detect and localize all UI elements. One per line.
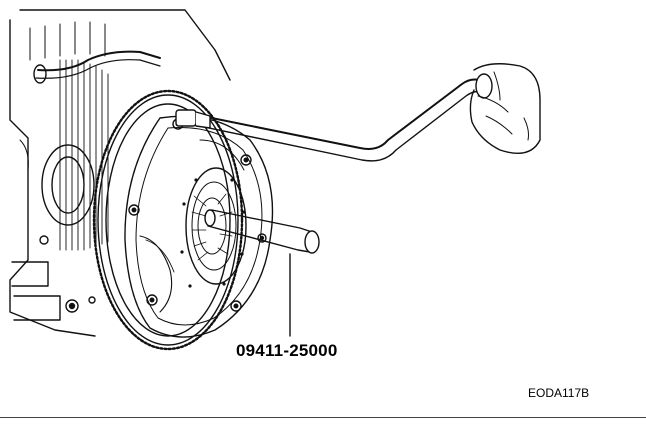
bottom-divider: [0, 417, 646, 418]
figure-code: EODA117B: [528, 386, 590, 400]
crank-handle: [175, 73, 493, 162]
engine-block: [9, 9, 231, 337]
tool-part-number-label: 09411-25000: [236, 341, 338, 360]
flywheel: [92, 89, 244, 351]
clutch-hub: [185, 167, 247, 285]
hand: [469, 63, 541, 154]
alignment-tool: [204, 209, 320, 254]
clutch-cover: [124, 115, 274, 338]
